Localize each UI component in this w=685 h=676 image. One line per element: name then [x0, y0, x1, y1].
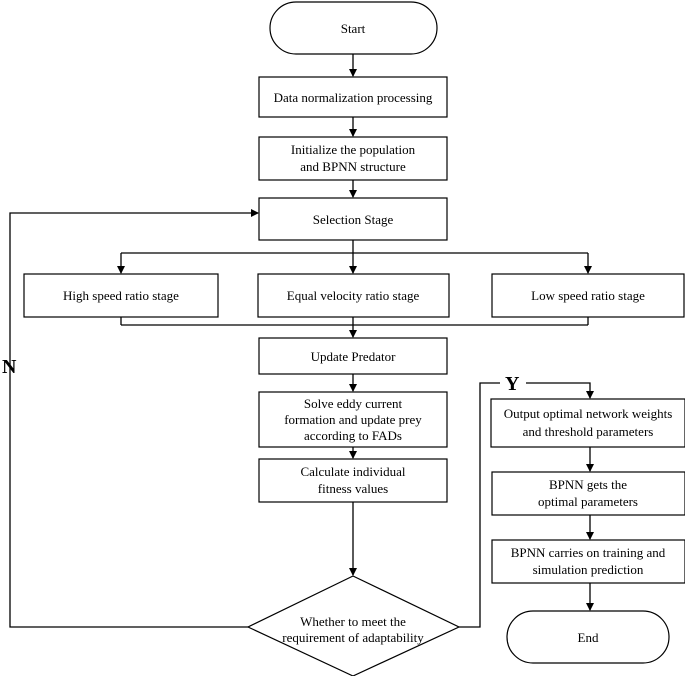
decision-diamond — [246, 575, 461, 676]
low-speed-label: Low speed ratio stage — [531, 288, 645, 303]
yes-label: Y — [505, 373, 520, 395]
no-label: N — [2, 356, 17, 378]
selection-box — [258, 197, 448, 241]
init-label-1: Initialize the population — [291, 142, 416, 157]
calc-label-2: fitness values — [318, 481, 388, 496]
high-speed-box — [23, 273, 219, 318]
bpnn-gets-label-1: BPNN gets the — [549, 477, 627, 492]
bpnn-gets-label-2: optimal parameters — [538, 494, 638, 509]
output-label-1: Output optimal network weights — [504, 406, 673, 421]
bpnn-gets-box — [491, 471, 685, 516]
normalize-box — [258, 76, 448, 118]
init-label-2: and BPNN structure — [300, 159, 406, 174]
update-predator-label: Update Predator — [311, 349, 397, 364]
yes-line-2 — [526, 382, 594, 399]
bpnn-carries-label-1: BPNN carries on training and — [511, 545, 666, 560]
calc-box — [258, 458, 448, 503]
solve-label-3: according to FADs — [304, 428, 402, 443]
output-label-2: and threshold parameters — [523, 424, 654, 439]
end-label: End — [578, 630, 599, 645]
decision-label-2: requirement of adaptability — [282, 630, 424, 645]
solve-label-1: Solve eddy current — [304, 396, 403, 411]
no-loop-line — [9, 209, 259, 628]
start-label: Start — [341, 21, 366, 36]
low-speed-box — [491, 273, 685, 318]
bpnn-carries-label-2: simulation prediction — [533, 562, 644, 577]
output-box — [490, 398, 685, 448]
end-terminal — [506, 610, 670, 664]
normalize-label: Data normalization processing — [274, 90, 433, 105]
equal-velocity-label: Equal velocity ratio stage — [287, 288, 420, 303]
calc-label-1: Calculate individual — [300, 464, 405, 479]
bpnn-carries-box — [491, 539, 685, 584]
decision-label-1: Whether to meet the — [300, 614, 406, 629]
yes-line — [459, 382, 500, 628]
solve-label-2: formation and update prey — [284, 412, 422, 427]
high-speed-label: High speed ratio stage — [63, 288, 179, 303]
selection-label: Selection Stage — [313, 212, 394, 227]
equal-velocity-box — [257, 273, 450, 318]
